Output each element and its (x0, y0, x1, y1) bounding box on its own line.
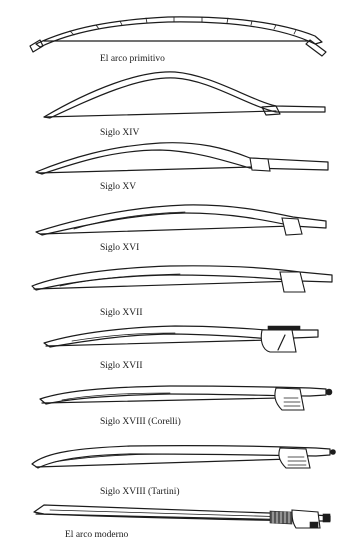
bow-primitive (30, 17, 326, 56)
bow-moderno (34, 505, 330, 528)
bow-siglo-xvi (36, 205, 326, 235)
bow-siglo-xv (36, 143, 328, 174)
label-siglo-xiv: Siglo XIV (100, 128, 139, 138)
bow-siglo-xvii-a (32, 266, 332, 292)
label-siglo-xvi: Siglo XVI (100, 243, 139, 253)
bow-siglo-xvii-b (44, 326, 318, 352)
bow-siglo-xiv (44, 72, 325, 118)
label-siglo-xviii-tartini: Siglo XVIII (Tartini) (100, 486, 180, 497)
bow-siglo-xviii-corelli (40, 386, 332, 410)
label-siglo-xvii-a: Siglo XVII (100, 308, 143, 318)
bow-siglo-xviii-tartini (32, 446, 336, 468)
label-moderno: El arco moderno (65, 530, 129, 540)
label-primitive: El arco primitivo (100, 54, 165, 64)
label-siglo-xviii-corelli: Siglo XVIII (Corelli) (100, 416, 181, 427)
label-siglo-xvii-b: Siglo XVII (100, 361, 143, 371)
label-siglo-xv: Siglo XV (100, 182, 136, 192)
